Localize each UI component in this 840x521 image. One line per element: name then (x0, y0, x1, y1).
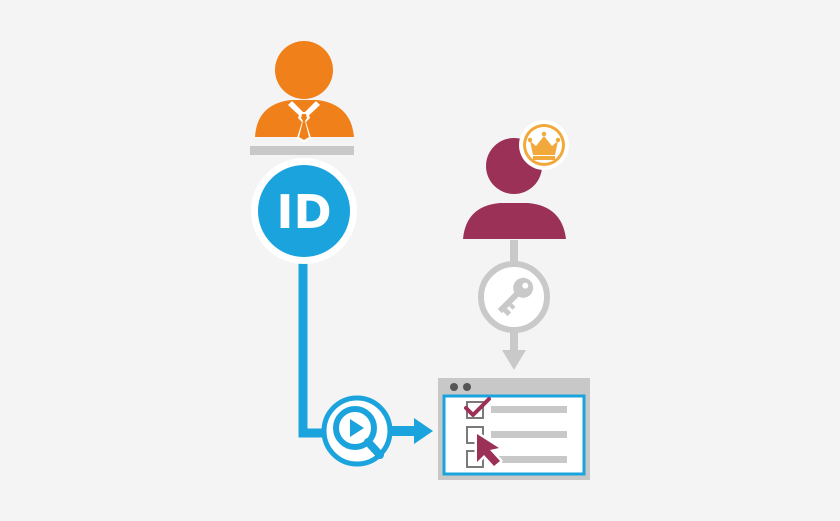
cursor-arrow-icon (474, 431, 503, 469)
id-badge-label: ID (276, 185, 331, 239)
checklist-window-icon (438, 378, 590, 480)
checklist-line-1 (491, 406, 567, 413)
employee-user-icon (255, 41, 354, 143)
checklist-item-1 (464, 397, 567, 419)
key-icon (478, 261, 550, 333)
check-mark-icon (464, 397, 491, 417)
window-dot-1 (450, 383, 458, 391)
id-badge-icon: ID (251, 158, 357, 264)
review-arrow-head (414, 418, 433, 444)
key-connector-top (510, 240, 518, 268)
magnifier-play-icon (321, 395, 393, 467)
review-arrow-shaft (391, 426, 417, 436)
separator-bar (250, 146, 354, 155)
key-arrow-head (502, 350, 526, 370)
key-connector-bottom (510, 328, 518, 352)
checklist-line-3 (491, 456, 567, 463)
crown-icon (519, 120, 569, 170)
checklist-line-2 (491, 431, 567, 438)
window-dot-2 (463, 383, 471, 391)
